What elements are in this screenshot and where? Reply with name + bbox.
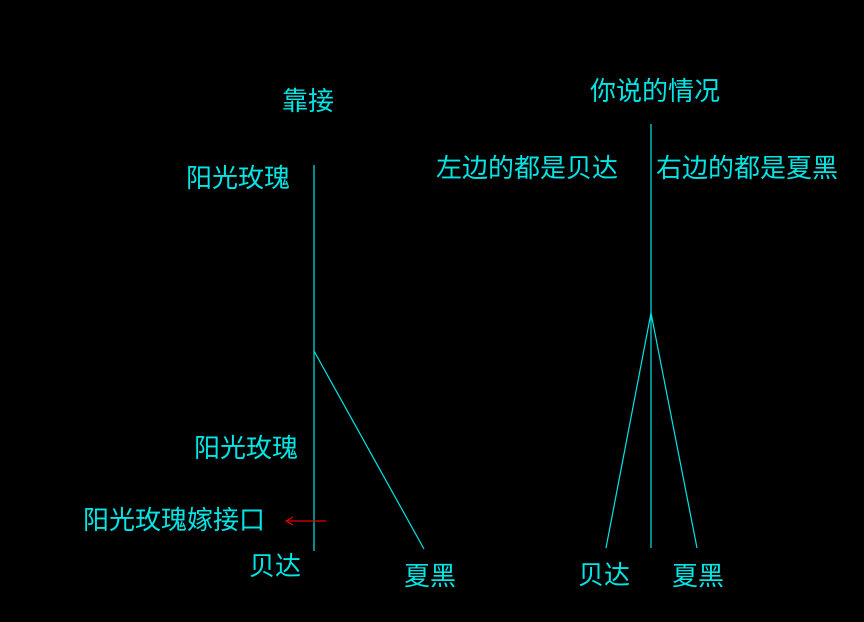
right-left-side-label: 左边的都是贝达 bbox=[436, 154, 619, 184]
right-left-branch bbox=[605, 312, 652, 549]
left-title: 靠接 bbox=[282, 87, 335, 117]
graft-point-label: 阳光玫瑰嫁接口 bbox=[83, 506, 266, 536]
left-top-label: 阳光玫瑰 bbox=[186, 164, 291, 194]
left-bottom-rootstock-label: 贝达 bbox=[249, 552, 302, 582]
right-bottom-right-label: 夏黑 bbox=[672, 562, 725, 592]
right-right-side-label: 右边的都是夏黑 bbox=[656, 154, 839, 184]
left-mid-label: 阳光玫瑰 bbox=[194, 434, 299, 464]
right-title: 你说的情况 bbox=[590, 77, 721, 107]
left-branch-line bbox=[313, 350, 425, 550]
graft-arrow-head bbox=[284, 516, 294, 526]
right-bottom-left-label: 贝达 bbox=[578, 561, 631, 591]
right-right-branch bbox=[650, 312, 698, 549]
left-bottom-branch-label: 夏黑 bbox=[404, 562, 457, 592]
